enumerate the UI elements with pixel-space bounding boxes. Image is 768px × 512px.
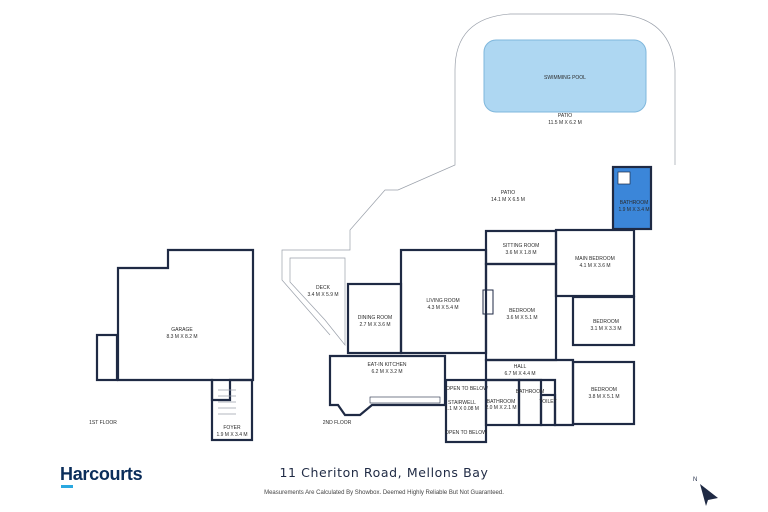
sitting-room-label: SITTING ROOM [503,243,540,249]
patio-pool-label: PATIO [558,113,572,119]
property-address: 11 Cheriton Road, Mellons Bay [279,465,489,480]
garage-dims: 8.3 M X 8.2 M [166,334,197,340]
bathroom-small-dims: 2.0 M X 2.1 M [485,405,516,411]
deck-outline [289,257,346,346]
stairwell-dims: 1.1 M X 0.08 M [445,406,479,412]
stairwell-label: STAIRWELL [448,400,476,406]
bathroom-small-label: BATHROOM [487,399,516,405]
bedroom-right-1-label: BEDROOM [593,319,619,325]
foyer [210,378,254,442]
bedroom-right-2 [571,360,636,426]
patio-main-outline [281,135,456,336]
garage [116,248,255,402]
bedroom-right-1-dims: 3.1 M X 3.3 M [590,326,621,332]
main-bedroom-label: MAIN BEDROOM [575,256,615,262]
hall-dims: 6.7 M X 4.4 M [504,371,535,377]
bedroom-right-1 [571,295,636,347]
garage-side [95,333,119,382]
bedroom-center-dims: 3.6 M X 5.1 M [506,315,537,321]
second-floor-label: 2ND FLOOR [323,420,352,426]
bathroom-top-label: BATHROOM [620,200,649,206]
swimming-pool-label: SWIMMING POOL [544,75,586,81]
toilet [539,393,557,427]
foyer-dims: 1.9 M X 3.4 M [216,432,247,438]
living-room-label: LIVING ROOM [426,298,459,304]
hall-label: HALL [514,364,527,370]
patio-pool-dims: 11.5 M X 6.2 M [548,120,582,126]
first-floor-label: 1ST FLOOR [89,420,117,426]
dining-room-dims: 2.7 M X 3.6 M [359,322,390,328]
bedroom-right-2-label: BEDROOM [591,387,617,393]
dining-room [346,282,403,355]
bathroom-blue-label: BATHROOM [516,389,545,395]
dining-room-label: DINING ROOM [358,315,392,321]
foyer-stairs [218,389,236,415]
deck-label: DECK [316,285,331,291]
living-room-dims: 4.3 M X 5.4 M [427,305,458,311]
swimming-pool [483,39,647,113]
patio-main-dims: 14.1 M X 6.5 M [491,197,525,203]
kitchen-counter [369,396,441,404]
patio-pool-outline [454,13,676,165]
garage-label: GARAGE [171,327,193,333]
bedroom-center-label: BEDROOM [509,308,535,314]
open-below-2-label: OPEN TO BELOW [445,430,487,436]
open-below-1-label: OPEN TO BELOW [446,386,488,392]
patio-main-label: PATIO [501,190,515,196]
compass-label: N [693,477,697,483]
bathroom-top-dims: 1.9 M X 3.4 M [618,207,649,213]
bathroom-blue [517,378,543,427]
compass-arrow-icon [700,484,718,506]
brand-underline [61,485,73,488]
bedroom-right-2-dims: 3.8 M X 5.1 M [588,394,619,400]
kitchen-dims: 6.2 M X 3.2 M [371,369,402,375]
kitchen [328,354,447,417]
measurement-disclaimer: Measurements Are Calculated By Showbox. … [264,490,504,496]
brand-logo: Harcourts [60,464,143,484]
bedroom-center-closet [482,289,494,315]
foyer-label: FOYER [223,425,241,431]
sitting-room-dims: 3.6 M X 1.8 M [505,250,536,256]
bathroom-top-fixture [617,171,631,185]
kitchen-label: EAT-IN KITCHEN [367,362,406,368]
main-bedroom-dims: 4.1 M X 3.6 M [579,263,610,269]
toilet-label: TOILET [539,399,556,405]
deck-dims: 3.4 M X 5.9 M [307,292,338,298]
